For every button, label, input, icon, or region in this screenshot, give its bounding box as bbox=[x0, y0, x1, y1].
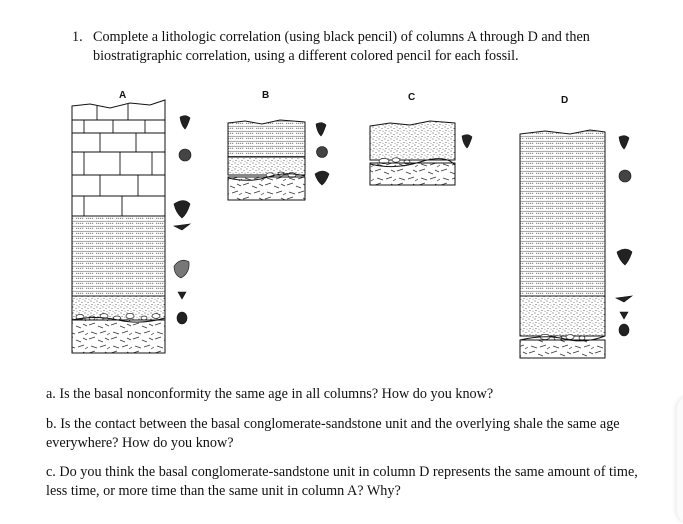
column-b bbox=[227, 119, 306, 201]
fossil-icon bbox=[616, 248, 633, 266]
fossil-icon bbox=[619, 311, 629, 320]
fossil-icon bbox=[172, 223, 192, 231]
granite-basement-a bbox=[71, 319, 166, 354]
column-c bbox=[369, 120, 456, 186]
fossil-icon bbox=[173, 259, 190, 279]
column-a bbox=[71, 99, 166, 354]
column-label-b: B bbox=[262, 90, 270, 101]
conglomerate-a bbox=[75, 313, 161, 321]
fossil-icon bbox=[179, 115, 191, 130]
sandstone-unit-c bbox=[369, 120, 456, 161]
fossil-icon bbox=[177, 291, 187, 300]
sandstone-unit-d bbox=[519, 295, 606, 337]
shale-unit-a bbox=[71, 215, 166, 297]
question-number: 1. bbox=[72, 29, 83, 45]
fossil-icon bbox=[314, 170, 330, 186]
subquestion-c: c. Do you think the basal conglomerate-s… bbox=[46, 464, 638, 499]
granite-basement-c bbox=[369, 162, 456, 186]
limestone-unit-a bbox=[72, 104, 165, 216]
fossil-icon bbox=[316, 146, 328, 158]
granite-basement-d bbox=[519, 339, 606, 359]
column-d bbox=[519, 129, 606, 359]
sandstone-unit-b bbox=[227, 156, 306, 176]
fossil-icon bbox=[176, 311, 188, 325]
fossil-icon bbox=[173, 200, 191, 219]
shale-unit-d bbox=[519, 129, 606, 297]
fossil-icon bbox=[614, 295, 634, 303]
fossil-icon bbox=[178, 148, 192, 162]
subquestion-a: a. Is the basal nonconformity the same a… bbox=[46, 386, 494, 402]
fossil-icon bbox=[618, 135, 630, 150]
shale-unit-b bbox=[227, 119, 306, 158]
fossil-icon bbox=[315, 122, 327, 137]
fossil-icon bbox=[618, 323, 630, 337]
subquestion-b: b. Is the contact between the basal cong… bbox=[46, 416, 620, 451]
page-edge-shadow bbox=[677, 395, 683, 524]
fossil-icon bbox=[618, 169, 632, 183]
question-text: Complete a lithologic correlation (using… bbox=[93, 29, 590, 64]
column-label-c: C bbox=[408, 92, 416, 103]
column-label-a: A bbox=[119, 90, 127, 101]
stratigraphic-columns-figure bbox=[71, 99, 634, 359]
granite-basement-b bbox=[227, 176, 306, 201]
column-label-d: D bbox=[561, 95, 569, 106]
fossil-icon bbox=[461, 134, 473, 149]
